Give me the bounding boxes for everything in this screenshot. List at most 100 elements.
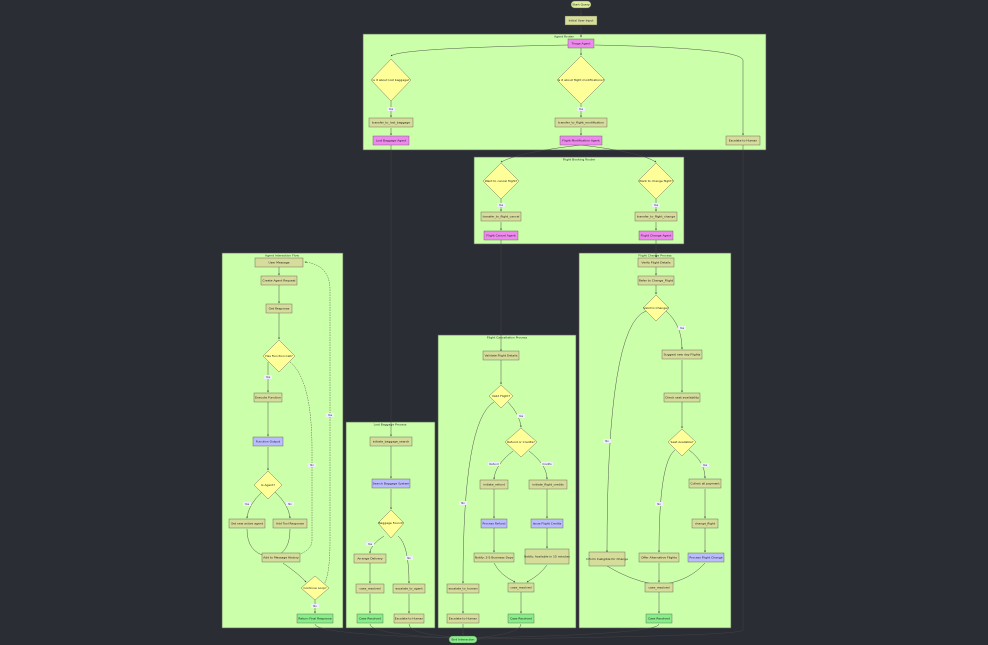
svg-text:Refer to Change_Flight: Refer to Change_Flight — [639, 279, 674, 283]
decision-valid-flight[interactable]: Valid Flight? — [488, 384, 514, 409]
svg-text:Continue Loop?: Continue Loop? — [303, 586, 327, 590]
ch-suggest-flights-node[interactable]: Suggest new day Flights — [661, 349, 703, 360]
ch-verify-node[interactable]: Verify Flight Details — [637, 257, 675, 268]
svg-text:Escalate to Human: Escalate to Human — [449, 617, 477, 621]
svg-text:Return Final Response: Return Final Response — [298, 617, 331, 621]
svg-text:escalate_to_human: escalate_to_human — [448, 587, 477, 591]
edge-label-yes: Yes — [519, 414, 524, 418]
edge-label-refund: Refund — [489, 462, 498, 466]
lb-search-system-node[interactable]: Search Baggage System — [371, 478, 411, 489]
lost-baggage-agent-node[interactable]: Lost Baggage Agent — [372, 135, 410, 146]
svg-text:case_resolved: case_resolved — [359, 587, 380, 591]
svg-text:Function Output: Function Output — [256, 440, 281, 444]
svg-text:Is it about lost baggage?: Is it about lost baggage? — [372, 78, 409, 82]
decision-flight-modification[interactable]: Is it about flight modifications? — [556, 55, 606, 105]
transfer-change-node[interactable]: transfer_to_flight_change — [634, 211, 678, 222]
svg-text:Seat Available?: Seat Available? — [671, 440, 694, 444]
ai-create-request-node[interactable]: Create Agent Request — [260, 275, 298, 286]
svg-text:Notify: 3-5 Business Days: Notify: 3-5 Business Days — [475, 556, 514, 560]
transfer-baggage-node[interactable]: transfer_to_lost_baggage — [368, 117, 414, 128]
fc-issue-credits-node[interactable]: Issue Flight Credits — [530, 518, 564, 529]
edge-label-yes: Yes — [499, 203, 504, 207]
fc-notify-credits-node[interactable]: Notify: Available in 15 minutes — [524, 548, 570, 565]
fc-case-resolved-node[interactable]: case_resolved — [507, 582, 535, 593]
change-agent-node[interactable]: Flight Change Agent — [638, 230, 674, 241]
svg-text:escalate_to_agent: escalate_to_agent — [395, 587, 423, 591]
svg-text:case_resolved: case_resolved — [510, 586, 531, 590]
triage-agent-node[interactable]: Triage Agent — [567, 38, 595, 49]
transfer-cancel-node[interactable]: transfer_to_flight_cancel — [480, 211, 522, 222]
ch-offer-alternative-node[interactable]: Offer Alternative Flights — [638, 552, 680, 563]
end-node[interactable]: End Interaction — [448, 635, 478, 644]
lb-end-resolved-node[interactable]: Case Resolved — [356, 613, 384, 624]
decision-baggage-found[interactable]: Baggage Found? — [377, 509, 405, 539]
ai-execute-function-node[interactable]: Execute Function — [253, 392, 283, 403]
ch-collect-payment-node[interactable]: Collect all payment — [688, 478, 722, 489]
edge-label-yes: Yes — [579, 107, 584, 111]
initial-input-node[interactable]: Initial User Input — [564, 15, 598, 26]
svg-text:Has Function Call?: Has Function Call? — [265, 354, 293, 358]
ch-change-flight-node[interactable]: change_flight — [691, 518, 719, 529]
fc-initiate-refund-node[interactable]: initiate_refund — [479, 479, 509, 490]
cluster-title: Flight Booking Router — [563, 158, 596, 162]
svg-text:Flight Cancel Agent: Flight Cancel Agent — [486, 234, 516, 238]
ch-policy-node[interactable]: Refer to Change_Flight — [637, 275, 675, 286]
ai-user-message-node[interactable]: User Message — [254, 257, 304, 268]
svg-text:Triage Agent: Triage Agent — [571, 42, 592, 46]
decision-continue-loop[interactable]: Continue Loop? — [300, 575, 330, 601]
decision-refund-or-credits[interactable]: Refund or Credits? — [504, 427, 538, 458]
fc-end-resolved-node[interactable]: Case Resolved — [507, 613, 535, 624]
svg-text:transfer_to_flight_modificatio: transfer_to_flight_modification — [558, 121, 604, 125]
decision-cancel-flight[interactable]: Want to cancel flight? — [482, 162, 520, 200]
fc-escalate-node[interactable]: escalate_to_human — [446, 583, 480, 594]
decision-is-agent[interactable]: Is Agent? — [253, 470, 283, 500]
ch-inform-ineligible-node[interactable]: Inform Ineligible for Change — [586, 551, 628, 567]
svg-text:Lost Baggage Agent: Lost Baggage Agent — [376, 139, 407, 143]
cancel-agent-node[interactable]: Flight Cancel Agent — [483, 230, 519, 241]
flight-mod-agent-node[interactable]: Flight Modification Agent — [559, 135, 603, 146]
lb-end-escalate-node[interactable]: Escalate to Human — [393, 613, 425, 624]
ai-add-tool-response-node[interactable]: Add Tool Response — [272, 518, 308, 529]
svg-text:Validate Flight Details: Validate Flight Details — [485, 354, 518, 358]
ai-set-active-agent-node[interactable]: Set new active agent — [228, 518, 266, 529]
ch-end-resolved-node[interactable]: Case Resolved — [645, 613, 673, 624]
svg-text:transfer_to_flight_cancel: transfer_to_flight_cancel — [483, 215, 520, 219]
ai-return-final-node[interactable]: Return Final Response — [296, 613, 334, 624]
lb-escalate-node[interactable]: escalate_to_agent — [392, 583, 426, 594]
svg-text:Valid Flight?: Valid Flight? — [492, 394, 511, 398]
ch-case-resolved-node[interactable]: case_resolved — [644, 582, 674, 593]
ch-process-change-node[interactable]: Process Flight Change — [687, 552, 725, 563]
transfer-flight-mod-node[interactable]: transfer_to_flight_modification — [554, 117, 608, 128]
svg-text:Create Agent Request: Create Agent Request — [263, 279, 297, 283]
decision-lost-baggage[interactable]: Is it about lost baggage? — [370, 58, 412, 102]
svg-text:Collect all payment: Collect all payment — [690, 482, 720, 486]
edge-label-yes: Yes — [703, 463, 708, 467]
fc-validate-node[interactable]: Validate Flight Details — [482, 350, 520, 361]
fc-initiate-credits-node[interactable]: initiate_flight_credits — [528, 479, 568, 490]
decision-valid-to-change[interactable]: Valid to Change? — [642, 294, 670, 322]
ai-function-output-node[interactable]: Function Output — [252, 436, 284, 447]
edge-label-no: No — [310, 463, 314, 467]
lb-case-resolved-node[interactable]: case_resolved — [355, 583, 385, 594]
ai-message-history-node[interactable]: Add to Message History — [261, 552, 301, 563]
fc-end-escalate-node[interactable]: Escalate to Human — [446, 613, 480, 624]
ai-get-response-node[interactable]: Get Response — [265, 303, 293, 314]
lb-arrange-delivery-node[interactable]: Arrange Delivery — [353, 553, 387, 564]
start-node[interactable]: Start Query — [570, 0, 592, 9]
svg-text:Is Agent?: Is Agent? — [261, 483, 275, 487]
svg-text:Initial User Input: Initial User Input — [569, 19, 595, 23]
ch-check-seat-node[interactable]: Check seat availability — [663, 392, 701, 403]
decision-has-function-call[interactable]: Has Function Call? — [262, 339, 296, 373]
fc-process-refund-node[interactable]: Process Refund — [480, 518, 508, 529]
svg-text:Refund or Credits?: Refund or Credits? — [507, 440, 535, 444]
edge-label-no: No — [657, 502, 661, 506]
lb-initiate-search-node[interactable]: initiate_baggage_search — [369, 436, 413, 447]
fc-notify-refund-node[interactable]: Notify: 3-5 Business Days — [473, 552, 515, 563]
edge-label-no: No — [288, 502, 292, 506]
svg-text:Notify: Available in 15 minute: Notify: Available in 15 minutes — [524, 555, 570, 559]
escalate-human-node[interactable]: Escalate to Human — [725, 135, 761, 146]
svg-text:Valid to Change?: Valid to Change? — [643, 306, 669, 310]
decision-change-flight[interactable]: Want to change flight? — [637, 162, 675, 200]
decision-seat-available[interactable]: Seat Available? — [667, 428, 697, 457]
